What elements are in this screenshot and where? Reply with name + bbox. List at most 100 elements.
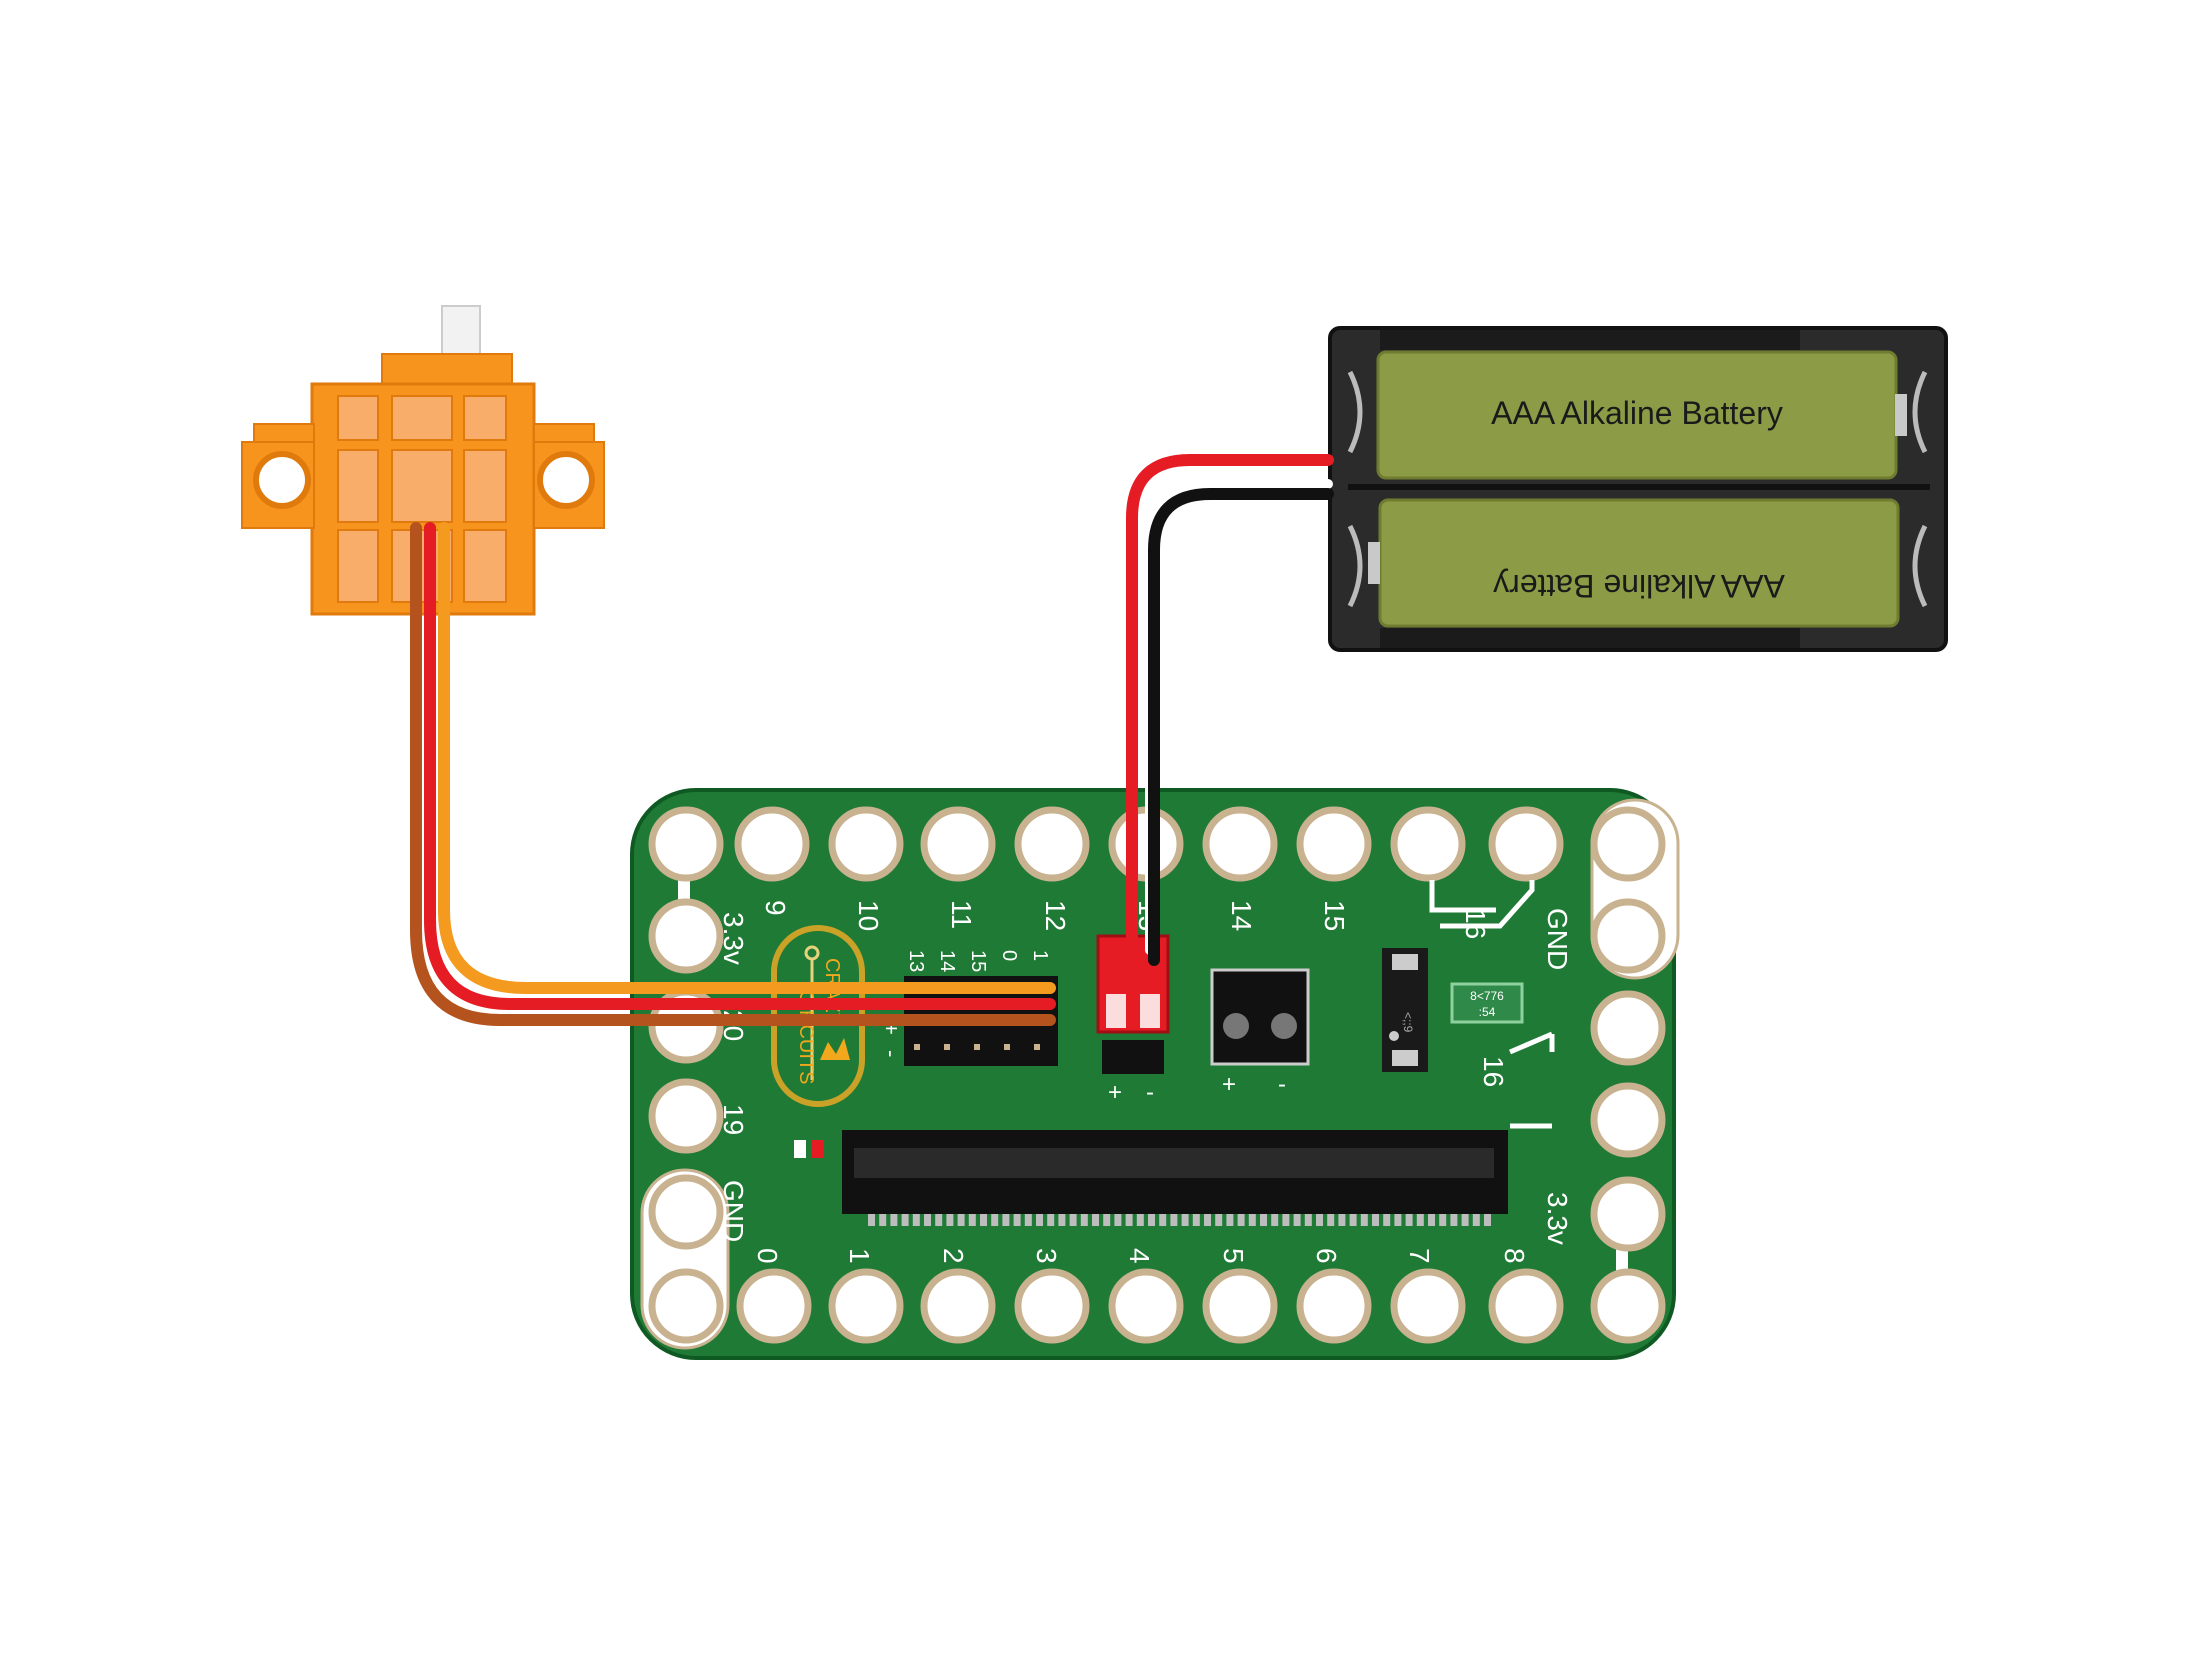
servo-ear-right — [533, 423, 605, 529]
pad-top-4[interactable] — [1014, 806, 1090, 882]
pad-bottom-5[interactable] — [1202, 1268, 1278, 1344]
edge-contact — [1484, 1214, 1491, 1226]
edge-contact — [1136, 1214, 1144, 1226]
pin-label-0: 0 — [752, 1248, 783, 1264]
pad-top-7[interactable] — [1296, 806, 1372, 882]
header-label-15: 15 — [967, 950, 989, 972]
edge-contact — [1383, 1214, 1391, 1226]
edge-contact — [1349, 1214, 1357, 1226]
pad-left-4[interactable] — [648, 1268, 724, 1344]
pad-bottom-4[interactable] — [1108, 1268, 1184, 1344]
edge-contact — [1304, 1214, 1312, 1226]
pad-top-9[interactable] — [1488, 806, 1564, 882]
edge-contact — [1248, 1214, 1256, 1226]
edge-contact — [1360, 1214, 1368, 1226]
pin-label-3v3-left: 3.3v — [718, 912, 749, 965]
pad-bottom-3[interactable] — [1014, 1268, 1090, 1344]
edge-contact — [1316, 1214, 1323, 1226]
pad-bottom-2[interactable] — [920, 1268, 996, 1344]
pin-label-3v3-right: 3.3v — [1542, 1192, 1573, 1245]
edge-contact — [1069, 1214, 1077, 1226]
edge-contact — [1338, 1214, 1346, 1226]
pad-top-1[interactable] — [734, 806, 810, 882]
edge-contact — [1114, 1214, 1122, 1226]
crystal-component: 8<776 :54 — [1450, 982, 1524, 1024]
pad-top-0[interactable] — [648, 806, 724, 882]
pad-top-3[interactable] — [920, 806, 996, 882]
edge-contact — [1472, 1214, 1480, 1226]
pad-bottom-1[interactable] — [828, 1268, 904, 1344]
pad-right-4[interactable] — [1590, 1176, 1666, 1252]
pad-right-3[interactable] — [1590, 1082, 1666, 1158]
pad-bottom-7[interactable] — [1390, 1268, 1466, 1344]
edge-connector-slot — [842, 1130, 1508, 1226]
pin-label-6: 6 — [1311, 1248, 1342, 1264]
edge-contact — [1103, 1214, 1111, 1226]
edge-contact — [1327, 1214, 1335, 1226]
edge-contact — [890, 1214, 898, 1226]
pin-label-1: 1 — [844, 1248, 875, 1264]
edge-contact — [1192, 1214, 1200, 1226]
screw-terminal: + - — [1210, 968, 1310, 1098]
edge-contact — [935, 1214, 943, 1226]
edge-contact — [1439, 1214, 1447, 1226]
edge-contact — [912, 1214, 920, 1226]
pin-label-19: 19 — [718, 1104, 749, 1135]
crazy-circuits-board: 9 10 11 12 13 14 15 16 0 1 2 3 4 5 6 7 8… — [630, 788, 1680, 1360]
header-label-1: 1 — [1029, 950, 1051, 961]
servo-wires — [410, 522, 1056, 1026]
edge-contact — [980, 1214, 987, 1226]
power-connector: + - — [1096, 934, 1170, 1106]
crystal-line2: :54 — [1479, 1005, 1496, 1019]
pads-bottom — [736, 1268, 1564, 1344]
edge-contact — [1092, 1214, 1099, 1226]
edge-contact — [1058, 1214, 1066, 1226]
pad-right-5[interactable] — [1590, 1268, 1666, 1344]
edge-contact — [879, 1214, 887, 1226]
edge-contact — [1080, 1214, 1088, 1226]
pin-label-9: 9 — [760, 900, 791, 916]
pad-right-0[interactable] — [1590, 806, 1666, 882]
pad-right-2[interactable] — [1590, 990, 1666, 1066]
pad-bottom-6[interactable] — [1296, 1268, 1372, 1344]
header-pin — [974, 1044, 980, 1050]
edge-contact — [991, 1214, 999, 1226]
edge-contact — [1293, 1214, 1301, 1226]
pin-label-3: 3 — [1031, 1248, 1062, 1264]
button-symbol-top — [1429, 880, 1535, 929]
pad-left-3[interactable] — [648, 1174, 724, 1250]
edge-contact — [1215, 1214, 1223, 1226]
pad-left-2[interactable] — [648, 1078, 724, 1154]
pin-label-16-right: 16 — [1478, 1056, 1509, 1087]
battery-pack: AAA Alkaline Battery AAA Alkaline Batter… — [1328, 326, 1948, 652]
power-minus-label: - — [1146, 1079, 1154, 1106]
pad-left-0[interactable] — [648, 898, 724, 974]
battery-cell-bottom: AAA Alkaline Battery — [1368, 498, 1900, 628]
pad-top-2[interactable] — [828, 806, 904, 882]
pad-top-6[interactable] — [1202, 806, 1278, 882]
crystal-line1: 8<776 — [1470, 989, 1504, 1003]
edge-contact — [1271, 1214, 1279, 1226]
edge-contact — [1036, 1214, 1043, 1226]
edge-contact — [946, 1214, 954, 1226]
pin-label-4: 4 — [1124, 1248, 1155, 1264]
pin-label-8: 8 — [1499, 1248, 1530, 1264]
pin-label-15: 15 — [1319, 900, 1350, 931]
edge-contact — [968, 1214, 976, 1226]
edge-contact — [1047, 1214, 1055, 1226]
pad-right-1[interactable] — [1590, 898, 1666, 974]
battery-wires — [1126, 454, 1334, 966]
edge-contact — [1002, 1214, 1010, 1226]
pad-top-8[interactable] — [1390, 806, 1466, 882]
edge-contact — [901, 1214, 909, 1226]
pin-label-12: 12 — [1040, 900, 1071, 931]
header-label-0: 0 — [998, 950, 1020, 961]
logo-line2: CIRCUITS — [795, 990, 817, 1084]
header-pin — [914, 1044, 920, 1050]
pad-bottom-0[interactable] — [736, 1268, 812, 1344]
pad-bottom-8[interactable] — [1488, 1268, 1564, 1344]
header-pin — [1004, 1044, 1010, 1050]
edge-contact — [924, 1214, 931, 1226]
servo-ear-left — [241, 423, 315, 529]
edge-contact — [1226, 1214, 1234, 1226]
